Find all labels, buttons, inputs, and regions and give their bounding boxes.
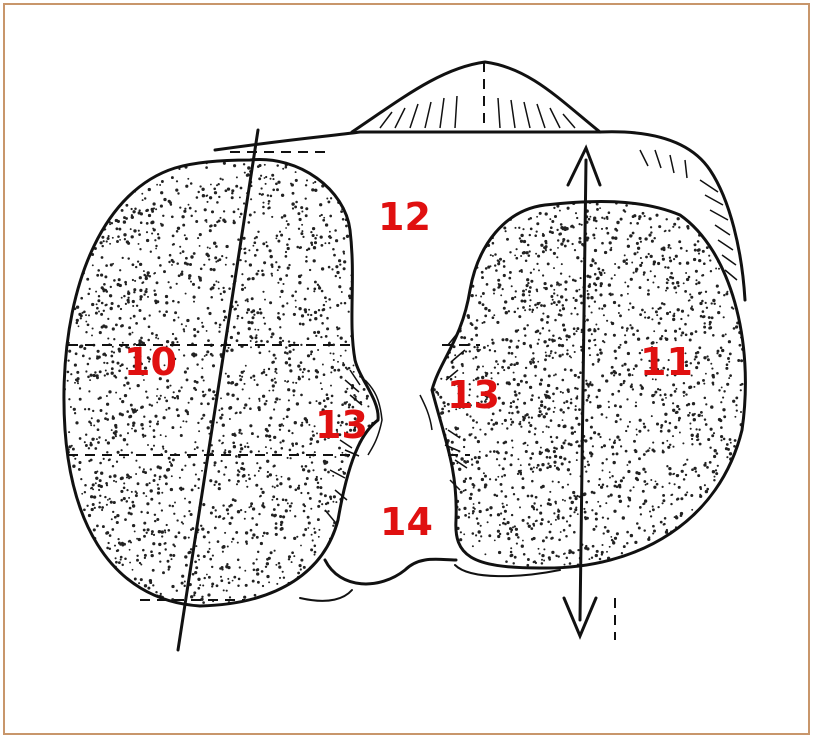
label-10: 10 [124, 340, 177, 384]
medial-condyle-outline [62, 158, 380, 608]
femur-top-outline [213, 130, 747, 302]
label-12: 12 [378, 195, 431, 239]
arrow-head-bottom [562, 596, 598, 640]
medial-condyle-axis-line [176, 128, 260, 652]
label-14: 14 [380, 500, 433, 544]
notch-lower-outline [323, 557, 458, 586]
figure-frame [3, 3, 810, 735]
label-13-left: 13 [315, 403, 368, 447]
label-11: 11 [640, 340, 693, 384]
label-13-right: 13 [447, 373, 500, 417]
lateral-condyle-height-arrow [578, 158, 588, 622]
arrow-head-top [566, 144, 602, 187]
tubercle-outline [350, 60, 602, 134]
lateral-condyle-outline [430, 199, 747, 570]
